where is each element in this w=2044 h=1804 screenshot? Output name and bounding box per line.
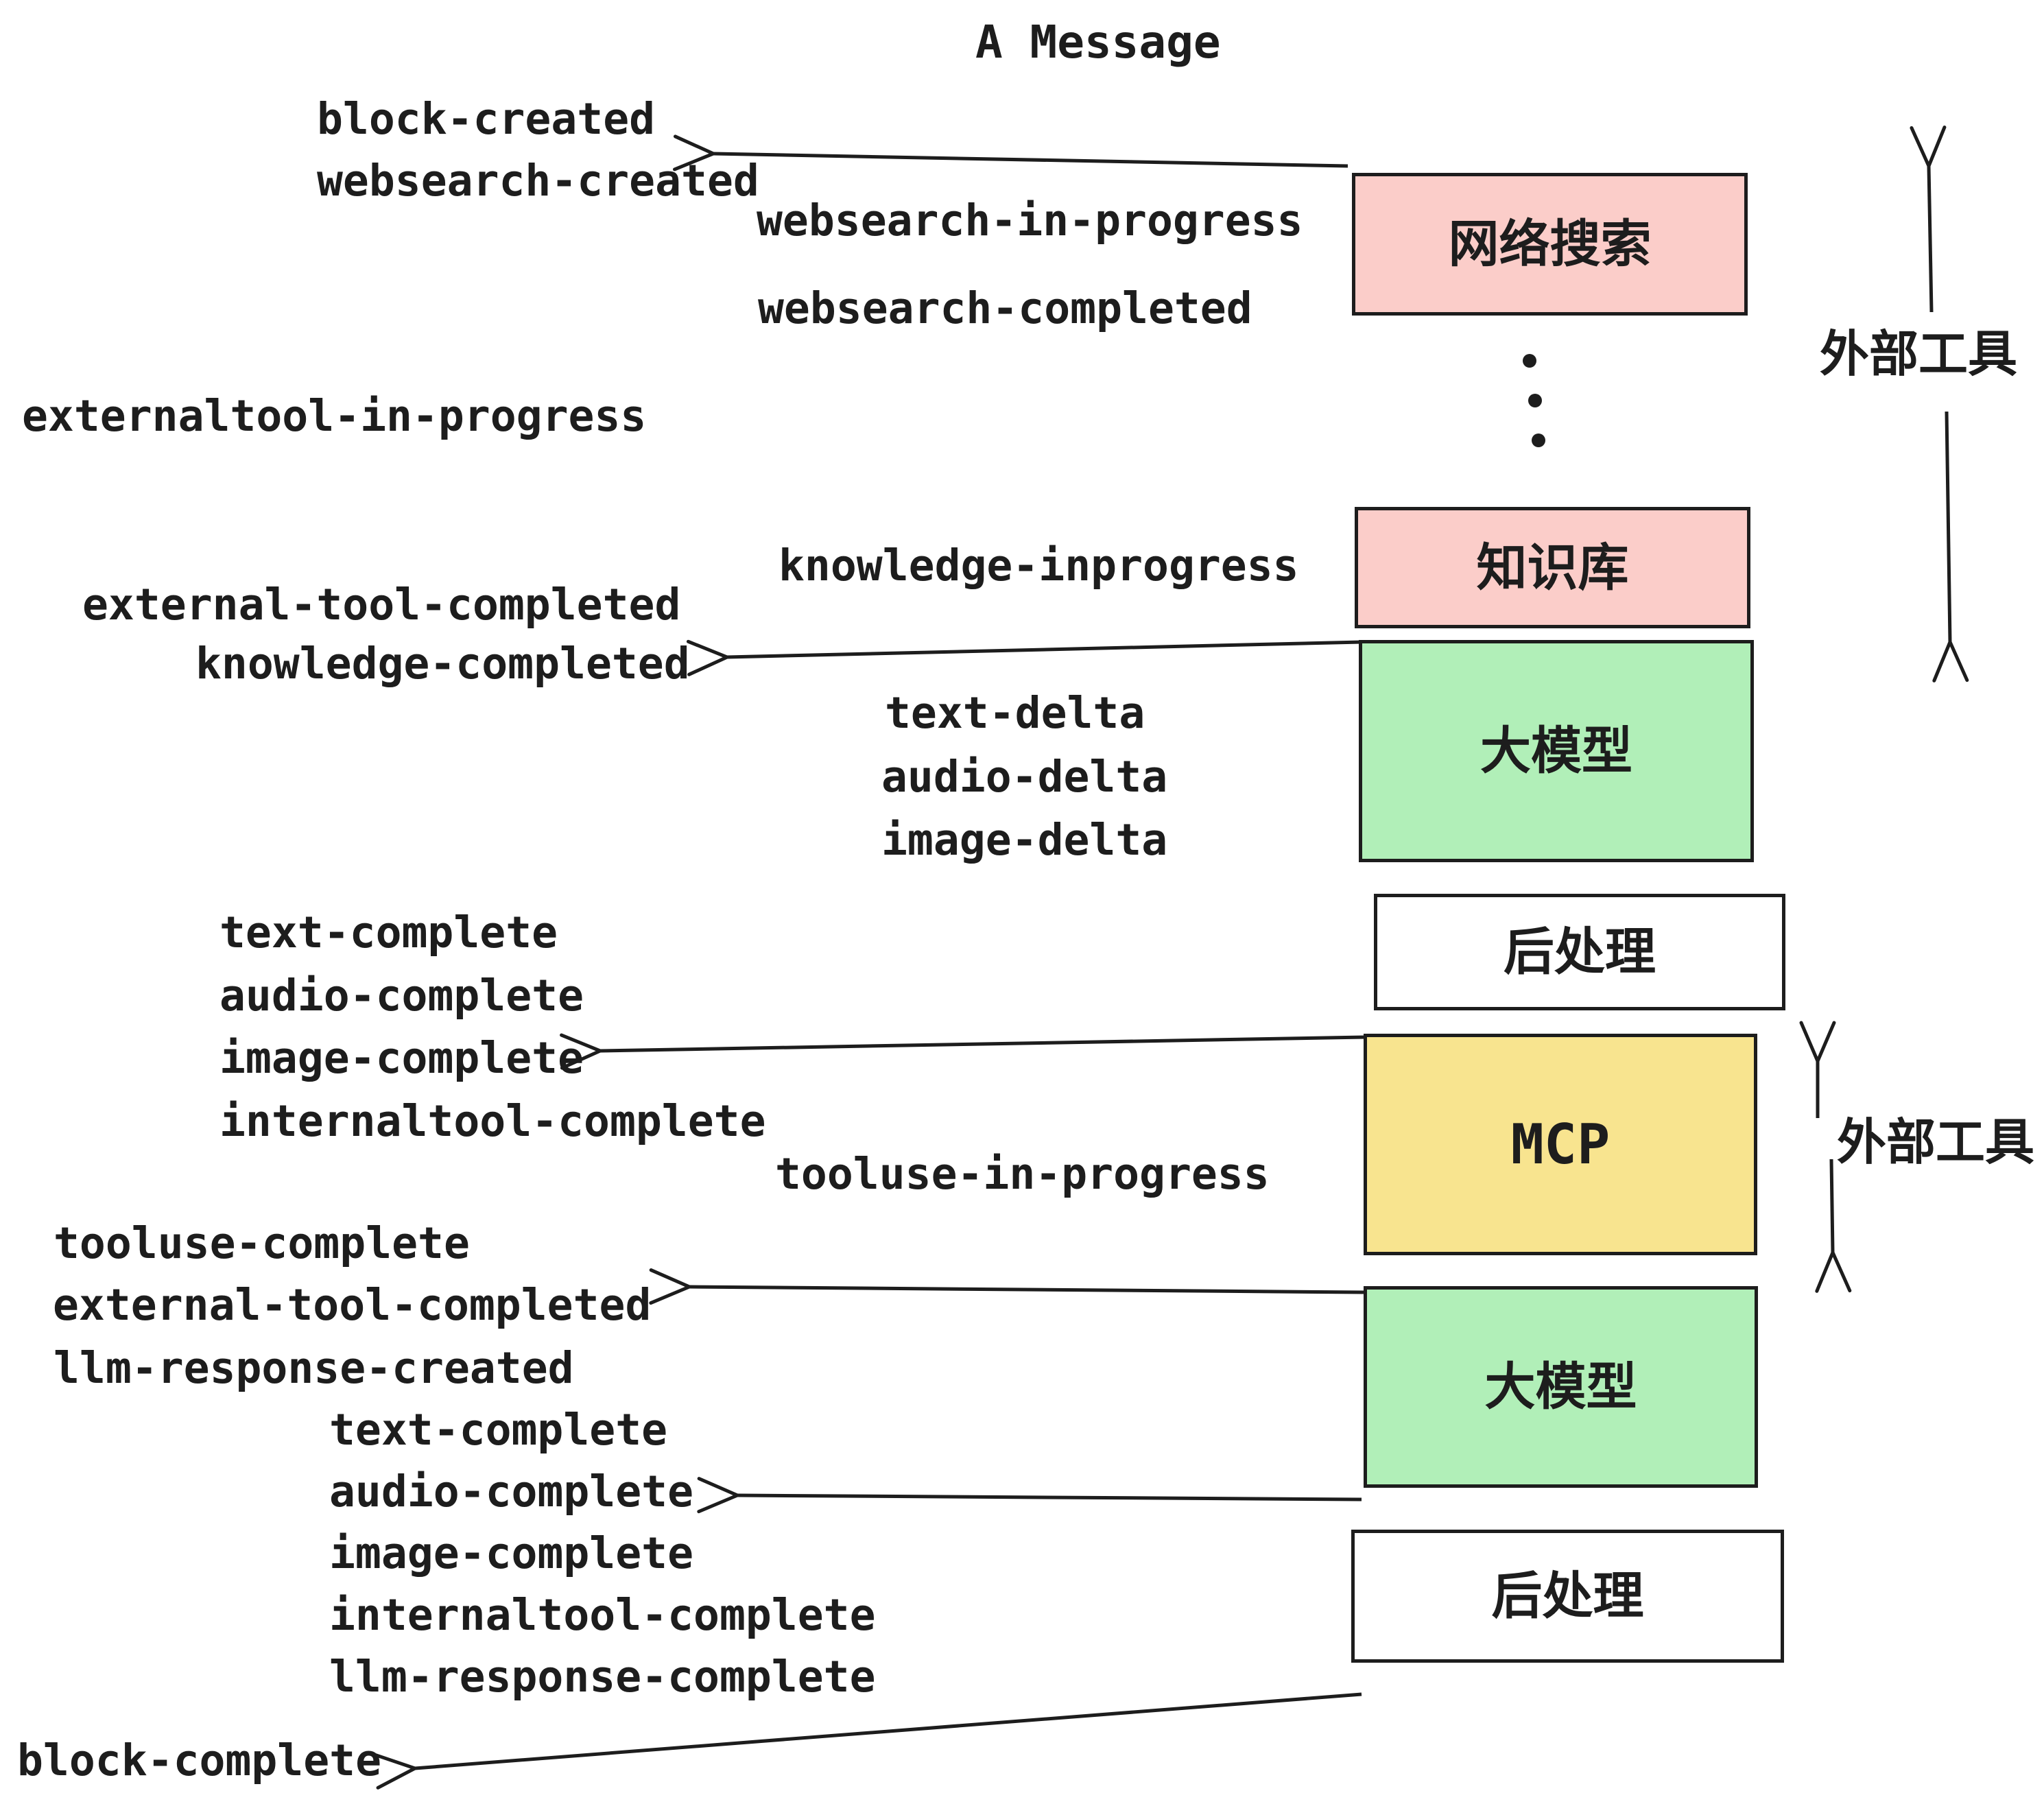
arrow-knowledge-completed: [686, 639, 1362, 676]
event-label-internaltool-complete-1: internaltool-complete: [219, 1096, 766, 1146]
event-label-audio-delta: audio-delta: [881, 752, 1168, 802]
arrow-block-complete: [373, 1692, 1362, 1790]
event-label-audio-complete-2: audio-complete: [329, 1467, 694, 1517]
event-label-audio-complete-1: audio-complete: [219, 971, 584, 1021]
event-label-tooluse-in-progress: tooluse-in-progress: [775, 1149, 1270, 1199]
box-postprocess-1-label: 后处理: [1504, 923, 1656, 982]
external-tools-span-label-2: 外部工具: [1837, 1113, 2035, 1171]
event-label-text-complete-2: text-complete: [329, 1405, 668, 1455]
box-llm-1-label: 大模型: [1480, 722, 1632, 781]
box-websearch-label: 网络搜索: [1448, 215, 1652, 274]
box-mcp-label: MCP: [1510, 1112, 1611, 1176]
external-tools-span-arrow-down-1: [1932, 411, 1969, 683]
box-postprocess-2-label: 后处理: [1491, 1567, 1644, 1626]
arrow-tooluse-complete: [649, 1268, 1364, 1305]
box-knowledge-base: 知识库: [1355, 507, 1750, 628]
event-label-external-tool-completed: external-tool-completed: [82, 580, 681, 630]
event-label-text-delta: text-delta: [885, 688, 1145, 738]
box-postprocess-2: 后处理: [1351, 1530, 1784, 1663]
event-label-tooluse-complete: tooluse-complete: [54, 1218, 470, 1268]
arrow-audio-complete: [697, 1477, 1362, 1514]
event-label-text-complete-1: text-complete: [219, 907, 558, 958]
vertical-ellipsis-dots-icon: [1523, 354, 1545, 447]
event-label-llm-response-complete: llm-response-complete: [329, 1652, 876, 1702]
box-llm-1: 大模型: [1359, 640, 1754, 862]
box-knowledge-base-label: 知识库: [1476, 538, 1629, 597]
event-label-websearch-created: websearch-created: [317, 156, 759, 206]
box-websearch: 网络搜索: [1352, 173, 1748, 316]
event-label-image-complete-1: image-complete: [219, 1033, 584, 1083]
external-tools-span-arrow-down-2: [1815, 1159, 1852, 1293]
box-llm-2-label: 大模型: [1484, 1357, 1637, 1416]
event-label-websearch-in-progress: websearch-in-progress: [757, 195, 1303, 246]
event-label-block-complete: block-complete: [17, 1735, 382, 1785]
event-label-llm-response-created: llm-response-created: [54, 1343, 574, 1393]
box-mcp: MCP: [1364, 1034, 1757, 1255]
external-tools-span-label-1: 外部工具: [1820, 325, 2018, 383]
event-label-websearch-completed: websearch-completed: [758, 283, 1252, 333]
event-label-image-complete-2: image-complete: [329, 1528, 694, 1578]
box-llm-2: 大模型: [1364, 1286, 1758, 1488]
box-postprocess-1: 后处理: [1374, 894, 1785, 1010]
event-label-knowledge-completed: knowledge-completed: [195, 639, 690, 689]
arrow-block-created: [673, 134, 1348, 171]
arrow-image-complete: [560, 1033, 1366, 1070]
event-label-block-created: block-created: [317, 94, 656, 144]
event-label-externaltool-in-progress: externaltool-in-progress: [22, 391, 647, 441]
external-tools-span-arrow-up-1: [1910, 126, 1947, 313]
event-label-knowledge-inprogress: knowledge-inprogress: [779, 541, 1299, 591]
event-label-external-tool-completed-2: external-tool-completed: [53, 1280, 652, 1330]
event-label-image-delta: image-delta: [881, 815, 1168, 865]
event-label-internaltool-complete-2: internaltool-complete: [329, 1590, 876, 1640]
page-title: A Message: [975, 16, 1221, 69]
